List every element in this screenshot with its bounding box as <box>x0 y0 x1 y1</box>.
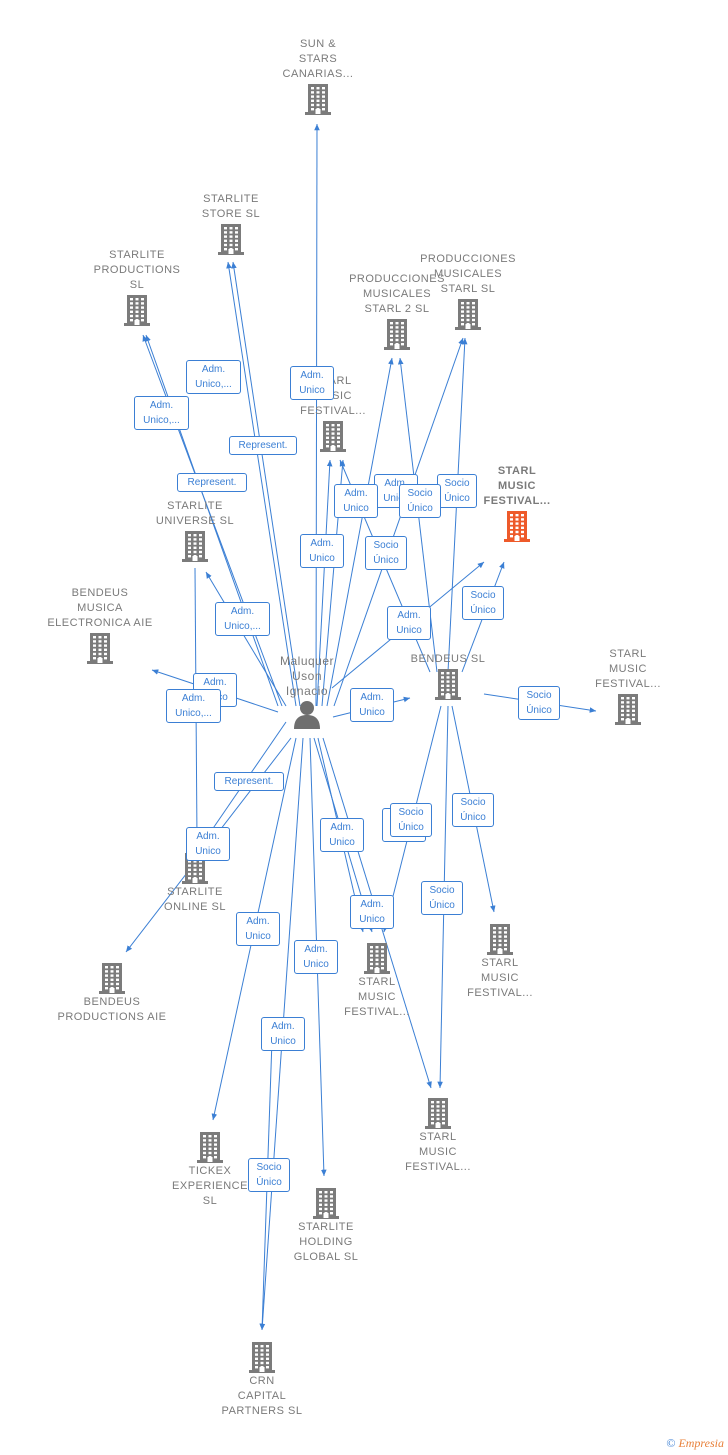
company-name: BENDEUS PRODUCTIONS AIE <box>57 996 167 1023</box>
edge-label[interactable]: Socio Único <box>365 536 407 570</box>
edge-label[interactable]: Represent. <box>214 772 284 791</box>
company-node-bendeus-productions[interactable]: BENDEUS PRODUCTIONS AIE <box>37 961 187 1025</box>
company-name: STARL MUSIC FESTIVAL... <box>344 976 410 1018</box>
building-icon <box>363 1096 513 1130</box>
edge-label[interactable]: Adm. Unico <box>261 1017 305 1051</box>
building-icon <box>135 1130 285 1164</box>
edge-label[interactable]: Socio Único <box>452 793 494 827</box>
edge-label[interactable]: Socio Único <box>248 1158 290 1192</box>
edge-label[interactable]: Adm. Unico <box>350 688 394 722</box>
company-name: CRN CAPITAL PARTNERS SL <box>221 1375 303 1417</box>
company-name: BENDEUS MUSICA ELECTRONICA AIE <box>47 587 153 629</box>
building-icon <box>62 293 212 327</box>
company-node-starl-mus-fest-mid[interactable]: STARL MUSIC FESTIVAL... <box>302 941 452 1020</box>
company-node-starl-mus-fest-bottom[interactable]: STARL MUSIC FESTIVAL... <box>363 1096 513 1175</box>
edge-label[interactable]: Adm. Unico,... <box>166 689 221 723</box>
edge-maluquer-to-starlite_store <box>231 261 301 707</box>
edge-maluquer-to-starlite_universe <box>205 571 287 707</box>
credit: © Empresia <box>666 1436 724 1451</box>
building-icon <box>243 82 393 116</box>
edge-label[interactable]: Adm. Unico,... <box>134 396 189 430</box>
company-name: PRODUCCIONES MUSICALES STARL 2 SL <box>349 273 445 315</box>
copyright-mark: © <box>666 1436 676 1450</box>
company-name: STARLITE HOLDING GLOBAL SL <box>293 1221 359 1263</box>
company-node-bendeus-sl[interactable]: BENDEUS SL <box>373 652 523 701</box>
company-node-bendeus-musica[interactable]: BENDEUS MUSICA ELECTRONICA AIE <box>25 586 175 665</box>
company-name: BENDEUS SL <box>410 653 486 665</box>
building-icon <box>322 317 472 351</box>
company-node-starlite-universe[interactable]: STARLITE UNIVERSE SL <box>120 499 270 563</box>
company-name: STARL MUSIC FESTIVAL... <box>467 957 533 999</box>
building-icon <box>553 692 703 726</box>
edge-label[interactable]: Adm. Unico <box>186 827 230 861</box>
building-icon <box>393 297 543 331</box>
company-node-crn-capital[interactable]: CRN CAPITAL PARTNERS SL <box>187 1340 337 1419</box>
edge-label[interactable]: Socio Único <box>462 586 504 620</box>
edge-maluquer-to-prod_mus_starl2 <box>326 357 394 707</box>
edge-label[interactable]: Adm. Unico <box>320 818 364 852</box>
building-icon <box>156 222 306 256</box>
company-node-starl-mus-fest-lowright[interactable]: STARL MUSIC FESTIVAL... <box>425 922 575 1001</box>
company-name: TICKEX EXPERIENCE SL <box>172 1165 248 1207</box>
edge-label[interactable]: Adm. Unico,... <box>186 360 241 394</box>
company-node-sun-stars[interactable]: SUN & STARS CANARIAS... <box>243 37 393 116</box>
building-icon <box>37 961 187 995</box>
company-name: STARLITE ONLINE SL <box>164 886 226 913</box>
edge-label[interactable]: Socio Único <box>399 484 441 518</box>
edge-label[interactable]: Adm. Unico <box>300 534 344 568</box>
building-icon <box>442 509 592 543</box>
person-icon <box>232 699 382 729</box>
company-name: STARLITE UNIVERSE SL <box>155 500 235 527</box>
building-icon <box>425 922 575 956</box>
company-node-starlite-holding[interactable]: STARLITE HOLDING GLOBAL SL <box>251 1186 401 1265</box>
edge-label[interactable]: Adm. Unico,... <box>215 602 270 636</box>
company-node-starl-mus-fest-right[interactable]: STARL MUSIC FESTIVAL... <box>553 647 703 726</box>
edge-label[interactable]: Socio Único <box>421 881 463 915</box>
company-node-prod-mus-starl2[interactable]: PRODUCCIONES MUSICALES STARL 2 SL <box>322 272 472 351</box>
company-name: SUN & STARS CANARIAS... <box>282 38 354 80</box>
building-icon <box>373 667 523 701</box>
company-name: STARL MUSIC FESTIVAL... <box>405 1131 471 1173</box>
edge-label[interactable]: Adm. Unico <box>350 895 394 929</box>
building-icon <box>187 1340 337 1374</box>
edge-label[interactable]: Adm. Unico <box>236 912 280 946</box>
company-node-tickex[interactable]: TICKEX EXPERIENCE SL <box>135 1130 285 1209</box>
brand-logo[interactable]: Empresia <box>678 1436 724 1450</box>
edge-label[interactable]: Adm. Unico <box>387 606 431 640</box>
company-name: STARLITE STORE SL <box>201 193 261 220</box>
company-name: PRODUCCIONES MUSICALES STARL SL <box>420 253 516 295</box>
edge-label[interactable]: Represent. <box>229 436 297 455</box>
building-icon <box>25 631 175 665</box>
company-name: STARLITE PRODUCTIONS SL <box>93 249 181 291</box>
company-node-starlite-productions[interactable]: STARLITE PRODUCTIONS SL <box>62 248 212 327</box>
building-icon <box>258 419 408 453</box>
edge-maluquer-to-prod_mus_starl <box>333 337 464 707</box>
company-node-starl-mus-fest-main[interactable]: STARL MUSIC FESTIVAL... <box>442 464 592 543</box>
edge-maluquer-to-starl_mus_fest_hidden <box>316 459 333 707</box>
building-icon <box>251 1186 401 1220</box>
edge-label[interactable]: Socio Único <box>390 803 432 837</box>
edge-label[interactable]: Adm. Unico <box>290 366 334 400</box>
edge-label[interactable]: Adm. Unico <box>334 484 378 518</box>
building-icon <box>120 529 270 563</box>
edge-label[interactable]: Adm. Unico <box>294 940 338 974</box>
edge-label[interactable]: Socio Único <box>437 474 477 508</box>
company-node-prod-mus-starl[interactable]: PRODUCCIONES MUSICALES STARL SL <box>393 252 543 331</box>
edge-maluquer-to-starlite_store <box>226 261 297 707</box>
company-name: STARL MUSIC FESTIVAL... <box>483 465 551 507</box>
edge-label[interactable]: Represent. <box>177 473 247 492</box>
edge-label[interactable]: Socio Único <box>518 686 560 720</box>
person-name: Maluquer Uson Ignacio <box>279 654 335 698</box>
person-node[interactable]: Maluquer Uson Ignacio <box>232 654 382 729</box>
company-name: STARL MUSIC FESTIVAL... <box>595 648 661 690</box>
building-icon <box>302 941 452 975</box>
edge-maluquer-to-sun_stars <box>314 123 320 707</box>
company-node-starlite-store[interactable]: STARLITE STORE SL <box>156 192 306 256</box>
